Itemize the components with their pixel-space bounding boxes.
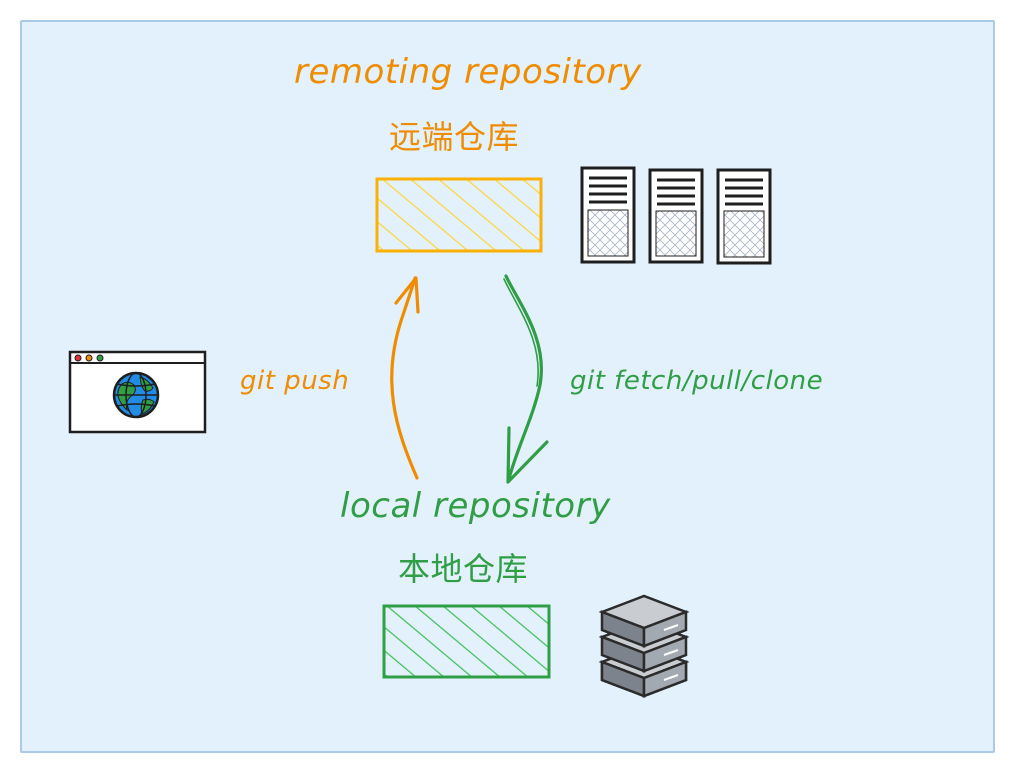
local-repo-subtitle: 本地仓库 [398, 550, 529, 588]
server-unit-3 [716, 168, 772, 265]
server-unit-1 [580, 166, 636, 264]
server-stack-icon [598, 594, 690, 698]
push-command-label: git push [240, 366, 350, 396]
server-rack-icon [580, 166, 772, 265]
local-repo-title: local repository [340, 486, 611, 526]
local-repo-box [382, 604, 551, 679]
globe-icon [112, 371, 160, 419]
push-arrow [390, 276, 420, 480]
remote-repo-box [375, 177, 543, 253]
remote-repo-title: remoting repository [294, 52, 642, 92]
fetch-arrow [503, 274, 549, 484]
remote-repo-subtitle: 远端仓库 [389, 118, 520, 156]
fetch-command-label: git fetch/pull/clone [570, 366, 824, 396]
browser-globe-icon [68, 350, 207, 434]
server-unit-2 [648, 168, 704, 264]
